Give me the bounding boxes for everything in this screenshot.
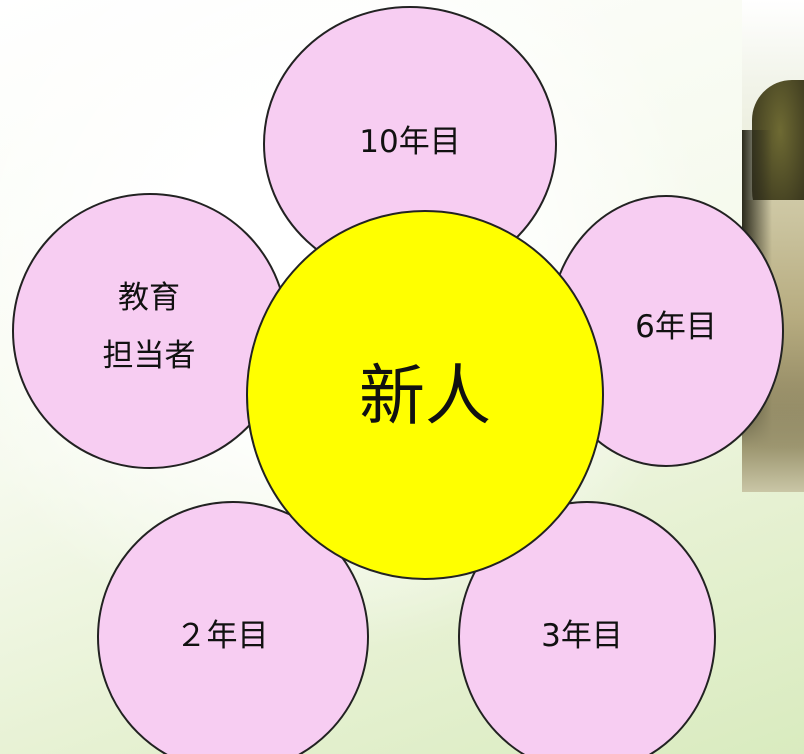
petal-upper-left-label-line2: 担当者 — [103, 338, 196, 374]
petal-lower-left-label: ２年目 — [176, 618, 269, 654]
petal-upper-left[interactable] — [12, 193, 288, 469]
center-label: 新人 — [359, 358, 491, 435]
petal-upper-right-label: 6年目 — [635, 309, 717, 345]
petal-lower-right-label: 3年目 — [541, 618, 623, 654]
petal-lower-left[interactable] — [97, 501, 369, 754]
petal-top-label: 10年目 — [359, 124, 460, 160]
petal-upper-left-label-line1: 教育 — [118, 280, 180, 316]
center-circle[interactable] — [246, 210, 604, 580]
petal-lower-right[interactable] — [458, 501, 716, 754]
